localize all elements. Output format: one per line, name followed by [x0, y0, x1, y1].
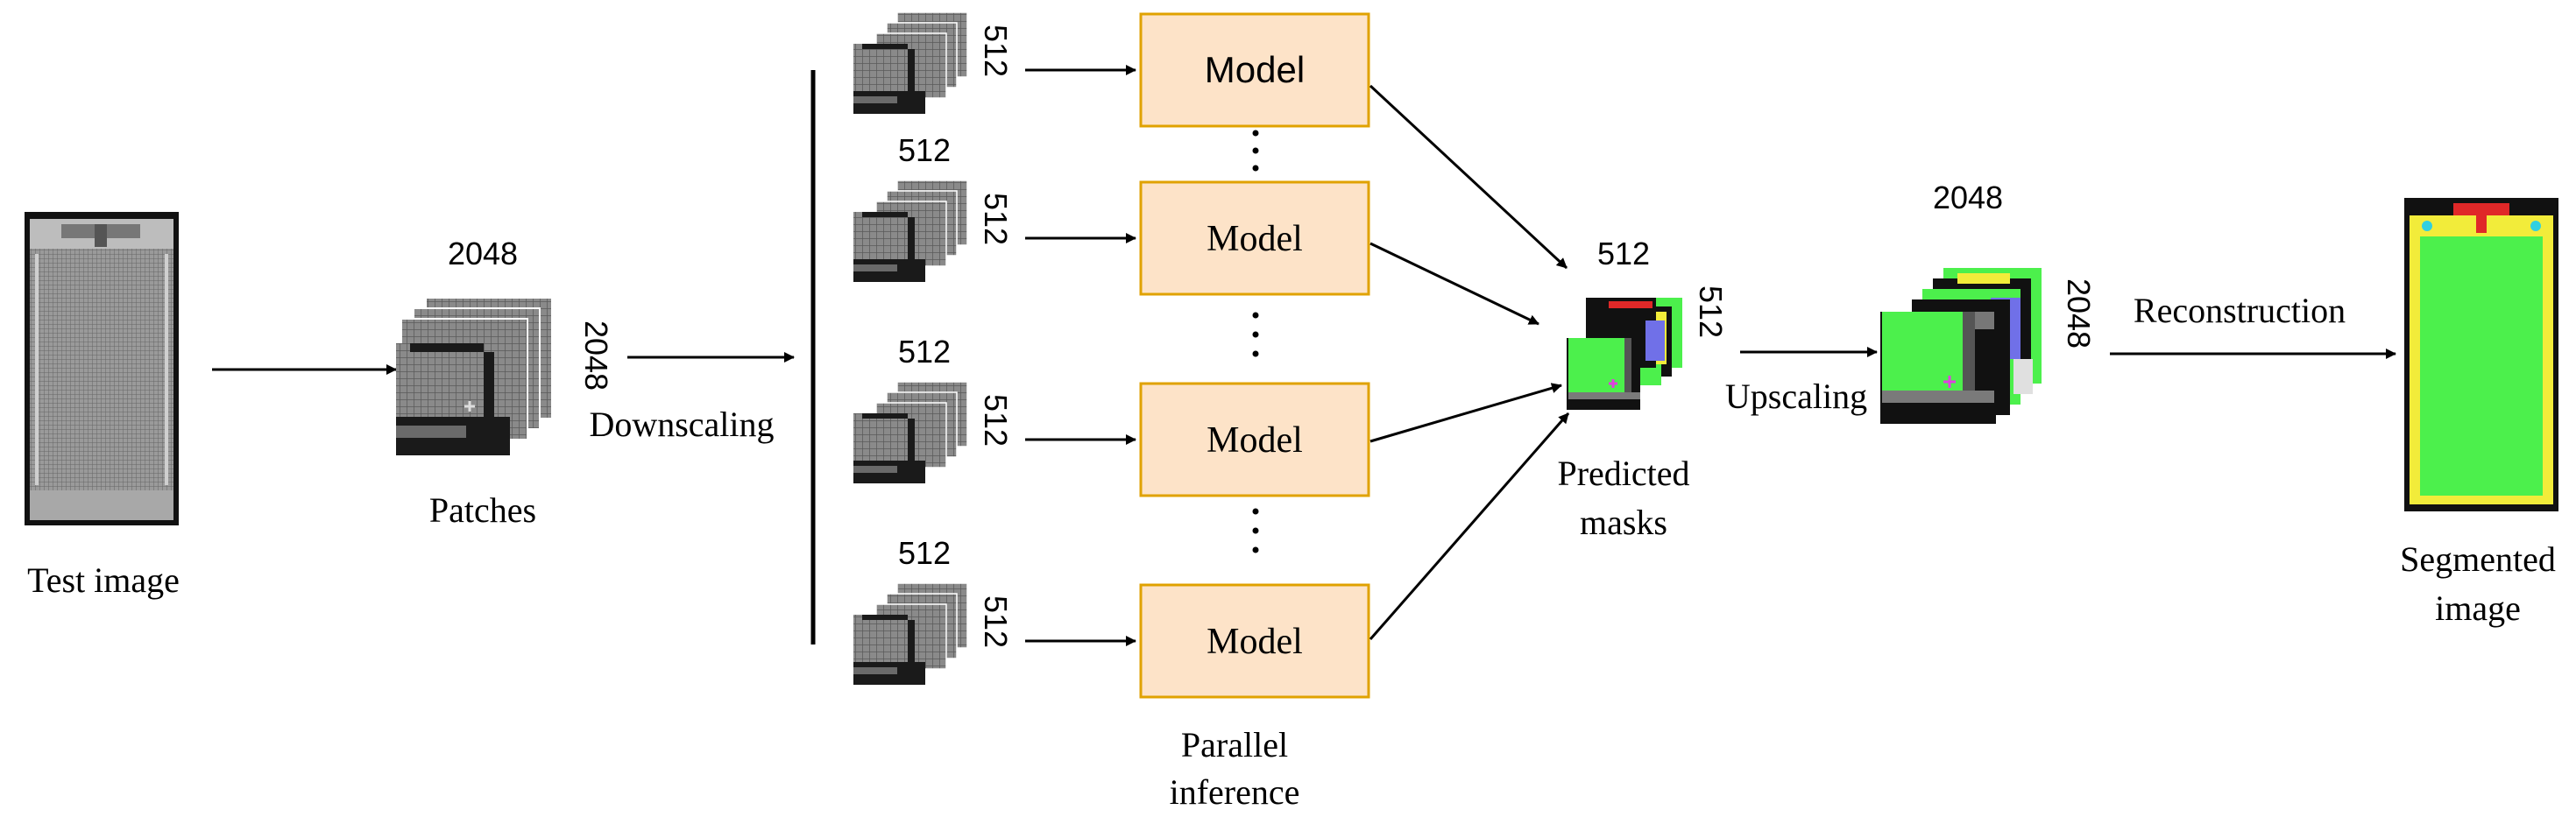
small-height-label: 512	[978, 394, 1014, 447]
small-patch-stack-3	[853, 381, 968, 483]
model-box-2: Model	[1139, 180, 1370, 296]
small-patch-front	[853, 615, 925, 685]
small-height-label: 512	[978, 25, 1014, 77]
patch-width-label: 2048	[448, 236, 518, 271]
predicted-masks-label-1: Predicted	[1557, 454, 1689, 493]
model-label: Model	[1207, 420, 1303, 461]
mask-front	[1567, 338, 1640, 410]
test-image	[25, 212, 179, 525]
downscaling-label: Downscaling	[589, 405, 774, 444]
reconstruction-label: Reconstruction	[2134, 291, 2346, 330]
parallel-inference-label-2: inference	[1170, 772, 1300, 812]
patch-front	[396, 343, 510, 455]
segmented-image-label-2: image	[2435, 588, 2521, 628]
small-width-label: 512	[898, 535, 951, 571]
model-box-1: Model	[1139, 12, 1370, 128]
small-patch-stack-1	[853, 11, 968, 114]
small-patch-stack-2	[853, 180, 968, 282]
arrows-to-masks	[1369, 84, 1570, 640]
predicted-masks-stack	[1567, 298, 1682, 410]
upscaled-masks-stack	[1880, 268, 2042, 424]
parallel-inference-label-1: Parallel	[1181, 725, 1288, 764]
small-patch-front	[853, 413, 925, 483]
small-patch-front	[853, 212, 925, 282]
patch-height-label: 2048	[578, 320, 614, 391]
test-image-label: Test image	[27, 560, 180, 600]
patches-label: Patches	[429, 490, 536, 530]
upscaled-width-label: 2048	[1933, 180, 2003, 215]
small-width-label: 512	[898, 334, 951, 370]
small-height-label: 512	[978, 193, 1014, 245]
upscaled-front	[1880, 312, 1996, 424]
predicted-masks-label-2: masks	[1580, 503, 1667, 542]
model-label: Model	[1207, 622, 1303, 662]
small-height-label: 512	[978, 595, 1014, 648]
mask-width-label: 512	[1597, 236, 1650, 271]
upscaled-height-label: 2048	[2061, 278, 2097, 349]
segmented-image	[2404, 198, 2558, 511]
patches-stack	[396, 297, 553, 455]
model-label: Model	[1205, 49, 1305, 90]
mask-height-label: 512	[1693, 285, 1729, 338]
model-box-3: Model	[1139, 382, 1370, 497]
small-patch-front	[853, 44, 925, 114]
segmented-image-label-1: Segmented	[2400, 539, 2556, 579]
model-box-4: Model	[1139, 583, 1370, 699]
small-patch-groups: 512 512 512 512 512 512 512	[853, 11, 1014, 685]
ellipsis-dots	[1252, 130, 1259, 553]
small-width-label: 512	[898, 132, 951, 168]
upscaling-label: Upscaling	[1725, 377, 1867, 416]
model-label: Model	[1207, 219, 1303, 259]
small-patch-stack-4	[853, 582, 968, 685]
